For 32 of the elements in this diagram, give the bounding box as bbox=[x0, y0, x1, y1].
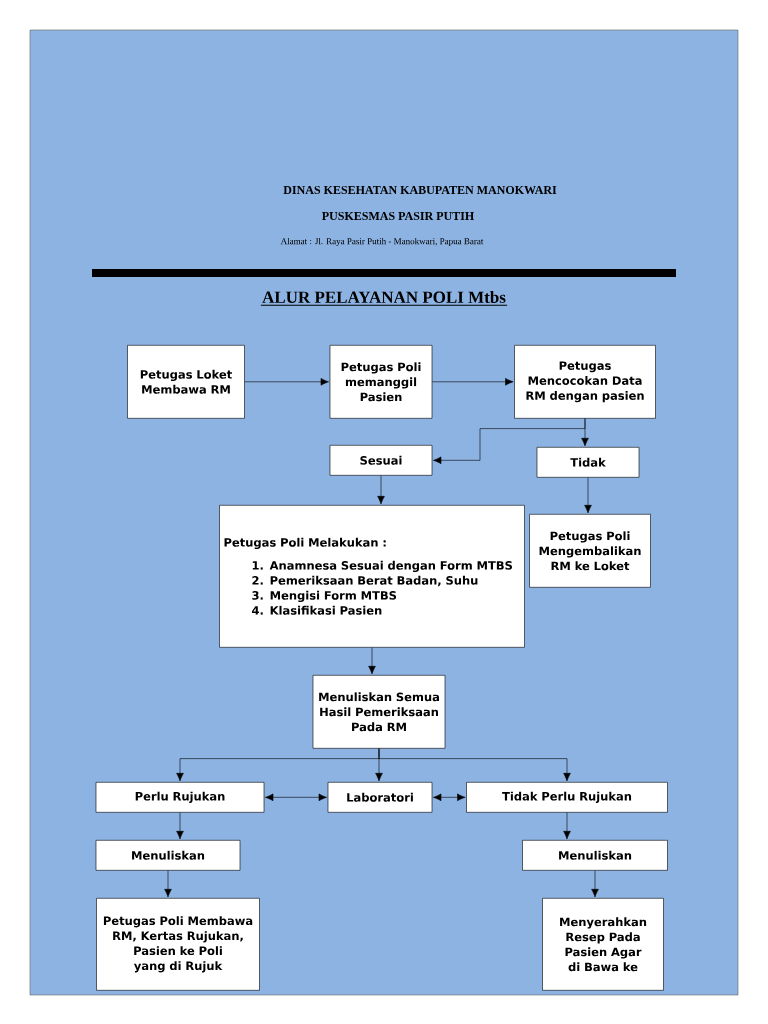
arrow bbox=[584, 477, 592, 514]
arrow bbox=[368, 647, 376, 675]
title: ALUR PELAYANAN POLI Mtbs bbox=[260, 291, 508, 306]
process-box: Menuliskan bbox=[95, 840, 241, 871]
branch-box: Sesuai bbox=[329, 445, 433, 476]
process-box: Menuliskan bbox=[522, 840, 668, 871]
arrow bbox=[244, 378, 329, 386]
list-box: Petugas Poli Melakukan : 1. Anamnesa Sesuai dengan Form MTBS 2. Pemeriksaan Berat Badan, Suhu 3. Mengisi Form MTBS 4. Klasifikasi Pasien bbox=[219, 505, 525, 648]
branch-box: Laboratori bbox=[327, 782, 433, 813]
arrow bbox=[176, 812, 184, 840]
header-text: PUSKESMAS PASIR PUTIH bbox=[322, 211, 474, 220]
arrow bbox=[563, 812, 571, 840]
header-text: DINAS KESEHATAN KABUPATEN MANOKWARI bbox=[283, 185, 557, 195]
arrow bbox=[432, 378, 514, 386]
arrow bbox=[377, 475, 385, 505]
header-text: Alamat : Jl. Raya Pasir Putih - Manokwari, Papua Barat bbox=[280, 237, 484, 247]
process-box: Petugas Mencocokan Data RM dengan pasien bbox=[514, 345, 656, 419]
arrow bbox=[433, 793, 466, 802]
branch-box: Tidak bbox=[536, 447, 640, 478]
process-box: Petugas Poli Mengembalikan RM ke Loket bbox=[529, 514, 651, 588]
process-box: Petugas Poli memanggil Pasien bbox=[329, 345, 433, 419]
branch-box: Perlu Rujukan bbox=[95, 782, 265, 813]
arrow bbox=[164, 870, 172, 898]
process-box: Menuliskan Semua Hasil Pemeriksaan Pada RM bbox=[312, 675, 446, 749]
arrow bbox=[265, 793, 327, 802]
arrow bbox=[581, 418, 589, 447]
process-box: Petugas Poli Membawa RM, Kertas Rujukan, Pasien ke Poli yang di Rujuk bbox=[96, 898, 260, 991]
arrow bbox=[591, 870, 599, 898]
branch-box: Tidak Perlu Rujukan bbox=[466, 782, 668, 813]
arrow bbox=[378, 748, 571, 782]
process-box: Menyerahkan Resep Pada Pasien Agar di Bawa ke bbox=[542, 898, 664, 991]
process-box: Petugas Loket Membawa RM bbox=[127, 345, 245, 419]
